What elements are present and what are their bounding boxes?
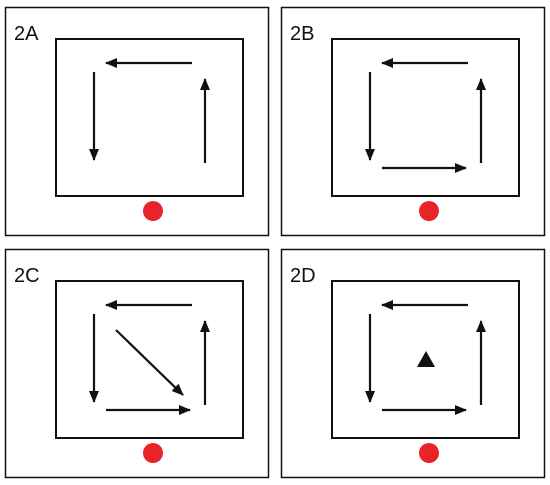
panel-2c-frame bbox=[4, 248, 270, 479]
panels-layer: 2A 2B 2C 2D bbox=[4, 6, 546, 479]
panel-2d-frame bbox=[280, 248, 546, 479]
panel-2c-box bbox=[55, 280, 244, 439]
panel-2a: 2A bbox=[4, 6, 270, 237]
red-dot-icon bbox=[419, 443, 439, 463]
panel-2b-box bbox=[331, 38, 520, 197]
panel-2d: 2D bbox=[280, 248, 546, 479]
red-dot-icon bbox=[143, 443, 163, 463]
panel-2a-label: 2A bbox=[14, 23, 39, 45]
arrow-diagonal-icon bbox=[115, 329, 184, 396]
panel-2d-label: 2D bbox=[290, 265, 316, 287]
panel-2b-frame bbox=[280, 6, 546, 237]
panel-2a-frame bbox=[4, 6, 270, 237]
panel-2a-box bbox=[55, 38, 244, 197]
panel-2c-label: 2C bbox=[14, 265, 40, 287]
triangle-icon bbox=[417, 351, 435, 367]
red-dot-icon bbox=[419, 201, 439, 221]
panel-2b-label: 2B bbox=[290, 23, 314, 45]
panel-2d-box bbox=[331, 280, 520, 439]
red-dot-icon bbox=[143, 201, 163, 221]
panel-2b: 2B bbox=[280, 6, 546, 237]
panel-2c: 2C bbox=[4, 248, 270, 479]
